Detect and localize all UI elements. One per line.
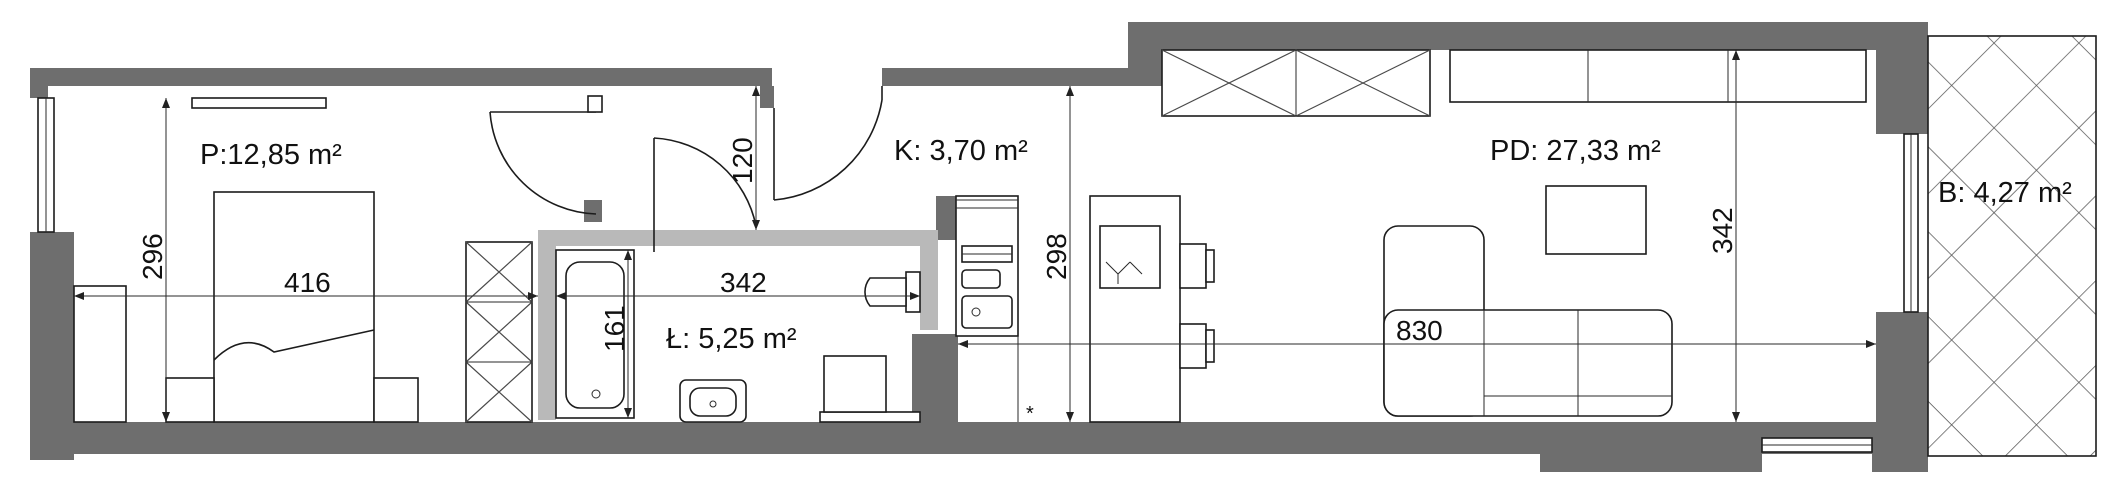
bath-right-partition: [920, 230, 938, 330]
right-wall-bottom: [1876, 312, 1928, 472]
room-label-l: Ł: 5,25 m²: [666, 323, 797, 355]
left-wall-top: [30, 68, 48, 98]
nightstand-left: [165, 377, 215, 423]
dim-120: 120: [727, 137, 758, 184]
top-wall-left: [30, 68, 772, 86]
nightstand-right: [373, 377, 419, 423]
bath-door-swing: [653, 137, 757, 227]
room-label-k: K: 3,70 m²: [894, 135, 1028, 167]
door-stub-bath: [584, 200, 602, 222]
bed: [213, 191, 375, 423]
sink-double: [961, 295, 1013, 329]
dim-416: 416: [284, 267, 331, 298]
washing-machine: [823, 355, 887, 413]
dim-298: 298: [1041, 233, 1072, 280]
dimension-lines: [74, 50, 1876, 422]
coffee-table: [1545, 185, 1647, 255]
sink: [961, 269, 1001, 289]
bathroom-fixtures: [555, 249, 921, 423]
radiator-bedroom: [191, 97, 327, 109]
toilet-bowl: [864, 277, 907, 307]
toilet-tank: [905, 271, 921, 313]
pillar: [912, 334, 958, 424]
top-wall-step: [1128, 22, 1162, 86]
walls: [30, 22, 1928, 472]
oven: [1099, 225, 1161, 289]
dim-342-bath: 342: [720, 267, 767, 298]
chair-1: [1179, 243, 1207, 289]
desk: [73, 285, 127, 423]
top-wall-middle: [882, 68, 1128, 86]
balcony: [1927, 35, 2097, 457]
sofa-main: [1383, 309, 1673, 417]
room-label-p: P:12,85 m²: [200, 139, 342, 171]
dimension-labels: 416 296 342 161 120 298 830 342 *: [137, 137, 1738, 425]
balcony-floor: [1927, 35, 2097, 457]
dim-296: 296: [137, 233, 168, 280]
partitions: [538, 230, 938, 420]
dim-830: 830: [1396, 315, 1443, 346]
bath-top-partition: [538, 230, 938, 246]
chair-2: [1179, 323, 1207, 369]
bath-left-partition: [538, 230, 556, 420]
door-stub-k: [760, 86, 774, 108]
asterisk-mark: *: [1026, 403, 1034, 425]
windows: [37, 53, 1919, 453]
kitchen: [955, 49, 1867, 423]
bedroom-furniture: [73, 191, 533, 423]
dim-342-living: 342: [1707, 207, 1738, 254]
bedroom-door-swing: [489, 111, 597, 215]
top-wall-living: [1128, 22, 1928, 50]
bathtub-inner: [565, 261, 625, 409]
living-furniture: [1383, 185, 1673, 417]
room-labels: P:12,85 m² K: 3,70 m² Ł: 5,25 m² PD: 27,…: [200, 135, 2072, 355]
kitchen-wall-stub: [936, 196, 956, 240]
dim-161: 161: [599, 305, 630, 352]
bed-blanket: [213, 329, 375, 361]
room-label-b: B: 4,27 m²: [1938, 177, 2072, 209]
room-label-pd: PD: 27,33 m²: [1490, 135, 1661, 167]
radiator-bath: [819, 411, 921, 423]
bottom-wall-thick: [1540, 422, 1762, 472]
doors: [489, 86, 883, 252]
kitchen-door-swing: [773, 99, 883, 201]
sideboard: [1449, 49, 1867, 103]
right-wall-top: [1876, 22, 1928, 134]
